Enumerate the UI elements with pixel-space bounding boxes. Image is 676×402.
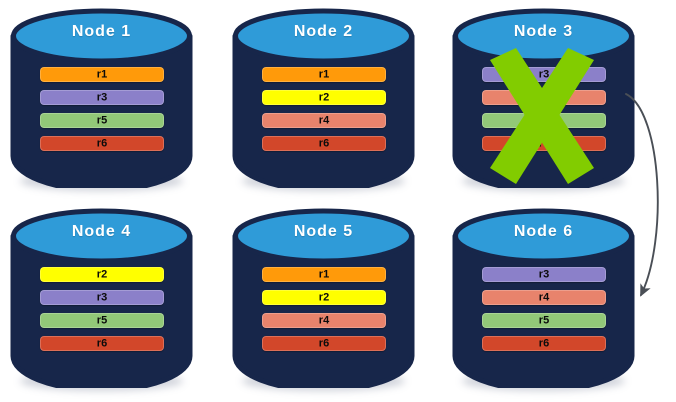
record-label: r5: [96, 314, 108, 326]
record-bar[interactable]: r6: [40, 336, 164, 351]
node-cylinder-1[interactable]: Node 1 r1 r3 r5 r6: [10, 6, 193, 191]
record-bar[interactable]: r1: [40, 67, 164, 82]
record-label: r3: [538, 268, 550, 280]
record-list: r1 r2 r4 r6: [262, 267, 386, 359]
record-label: r5: [538, 314, 550, 326]
record-label: r1: [318, 268, 330, 280]
record-bar[interactable]: r6: [482, 336, 606, 351]
record-label: r5: [538, 114, 550, 126]
record-bar[interactable]: r2: [40, 267, 164, 282]
record-bar[interactable]: r3: [482, 267, 606, 282]
record-label: r6: [96, 137, 108, 149]
record-label: r6: [538, 337, 550, 349]
record-bar[interactable]: r4: [482, 90, 606, 105]
record-label: r1: [318, 68, 330, 80]
record-bar[interactable]: r5: [482, 113, 606, 128]
record-bar[interactable]: r2: [262, 90, 386, 105]
record-label: r4: [538, 291, 550, 303]
node-cylinder-4[interactable]: Node 4 r2 r3 r5 r6: [10, 206, 193, 391]
record-list: r2 r3 r5 r6: [40, 267, 164, 359]
record-label: r2: [318, 91, 330, 103]
record-bar[interactable]: r4: [262, 113, 386, 128]
record-list: r1 r2 r4 r6: [262, 67, 386, 159]
record-bar[interactable]: r3: [40, 290, 164, 305]
record-label: r3: [96, 291, 108, 303]
record-bar[interactable]: r4: [262, 313, 386, 328]
record-label: r2: [96, 268, 108, 280]
record-bar[interactable]: r6: [482, 136, 606, 151]
record-label: r4: [318, 114, 330, 126]
record-bar[interactable]: r3: [482, 67, 606, 82]
record-bar[interactable]: r5: [40, 113, 164, 128]
record-label: r4: [318, 314, 330, 326]
record-bar[interactable]: r6: [262, 136, 386, 151]
record-label: r6: [318, 137, 330, 149]
record-bar[interactable]: r5: [482, 313, 606, 328]
record-label: r6: [318, 337, 330, 349]
record-label: r1: [96, 68, 108, 80]
record-label: r3: [96, 91, 108, 103]
node-cylinder-3[interactable]: Node 3 r3 r4 r5 r6: [452, 6, 635, 191]
record-bar[interactable]: r3: [40, 90, 164, 105]
record-label: r6: [96, 337, 108, 349]
record-bar[interactable]: r5: [40, 313, 164, 328]
record-bar[interactable]: r2: [262, 290, 386, 305]
record-list: r3 r4 r5 r6: [482, 67, 606, 159]
record-list: r3 r4 r5 r6: [482, 267, 606, 359]
record-label: r3: [538, 68, 550, 80]
record-label: r5: [96, 114, 108, 126]
record-label: r4: [538, 91, 550, 103]
node-cylinder-6[interactable]: Node 6 r3 r4 r5 r6: [452, 206, 635, 391]
record-bar[interactable]: r1: [262, 67, 386, 82]
record-bar[interactable]: r1: [262, 267, 386, 282]
record-bar[interactable]: r4: [482, 290, 606, 305]
node-cylinder-5[interactable]: Node 5 r1 r2 r4 r6: [232, 206, 415, 391]
record-bar[interactable]: r6: [40, 136, 164, 151]
record-list: r1 r3 r5 r6: [40, 67, 164, 159]
node-cylinder-2[interactable]: Node 2 r1 r2 r4 r6: [232, 6, 415, 191]
record-label: r6: [538, 137, 550, 149]
record-bar[interactable]: r6: [262, 336, 386, 351]
record-label: r2: [318, 291, 330, 303]
